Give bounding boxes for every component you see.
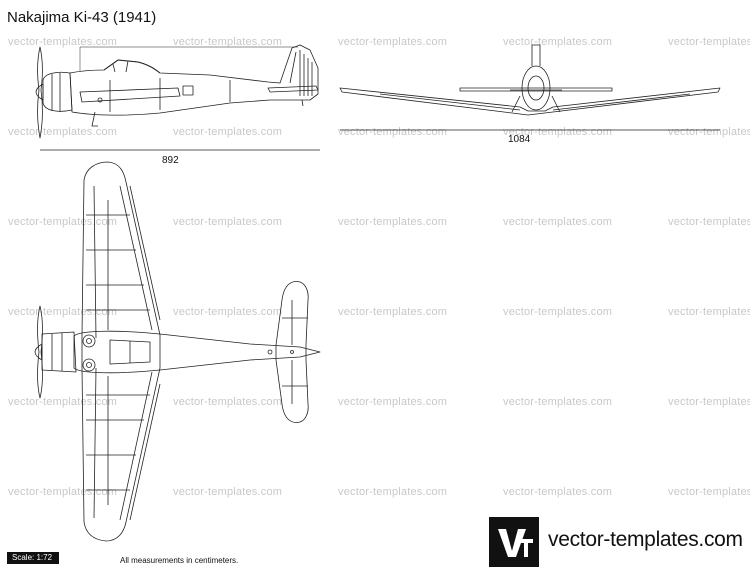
front-view [339,44,721,116]
front-fuselage [521,65,551,111]
top-view [34,161,321,542]
side-length-label: 892 [162,155,179,166]
front-wing [339,87,721,116]
top-propeller [37,305,43,399]
side-wing [79,87,181,103]
side-view [35,44,319,139]
measurement-note: All measurements in centimeters. [120,556,239,565]
brand-text[interactable]: vector-templates.com [548,528,743,551]
side-cowling [42,71,73,112]
side-fuselage [69,44,319,116]
front-span-label: 1084 [508,134,531,145]
top-fuselage [73,330,321,374]
top-cowling [41,331,77,373]
page-title: Nakajima Ki-43 (1941) [7,9,157,26]
top-wing [81,161,161,542]
side-canopy [103,59,161,74]
side-propeller [37,46,43,139]
top-tailplane [275,281,309,423]
logo-monogram [489,517,539,567]
scale-label: Scale: 1:72 [7,552,59,564]
